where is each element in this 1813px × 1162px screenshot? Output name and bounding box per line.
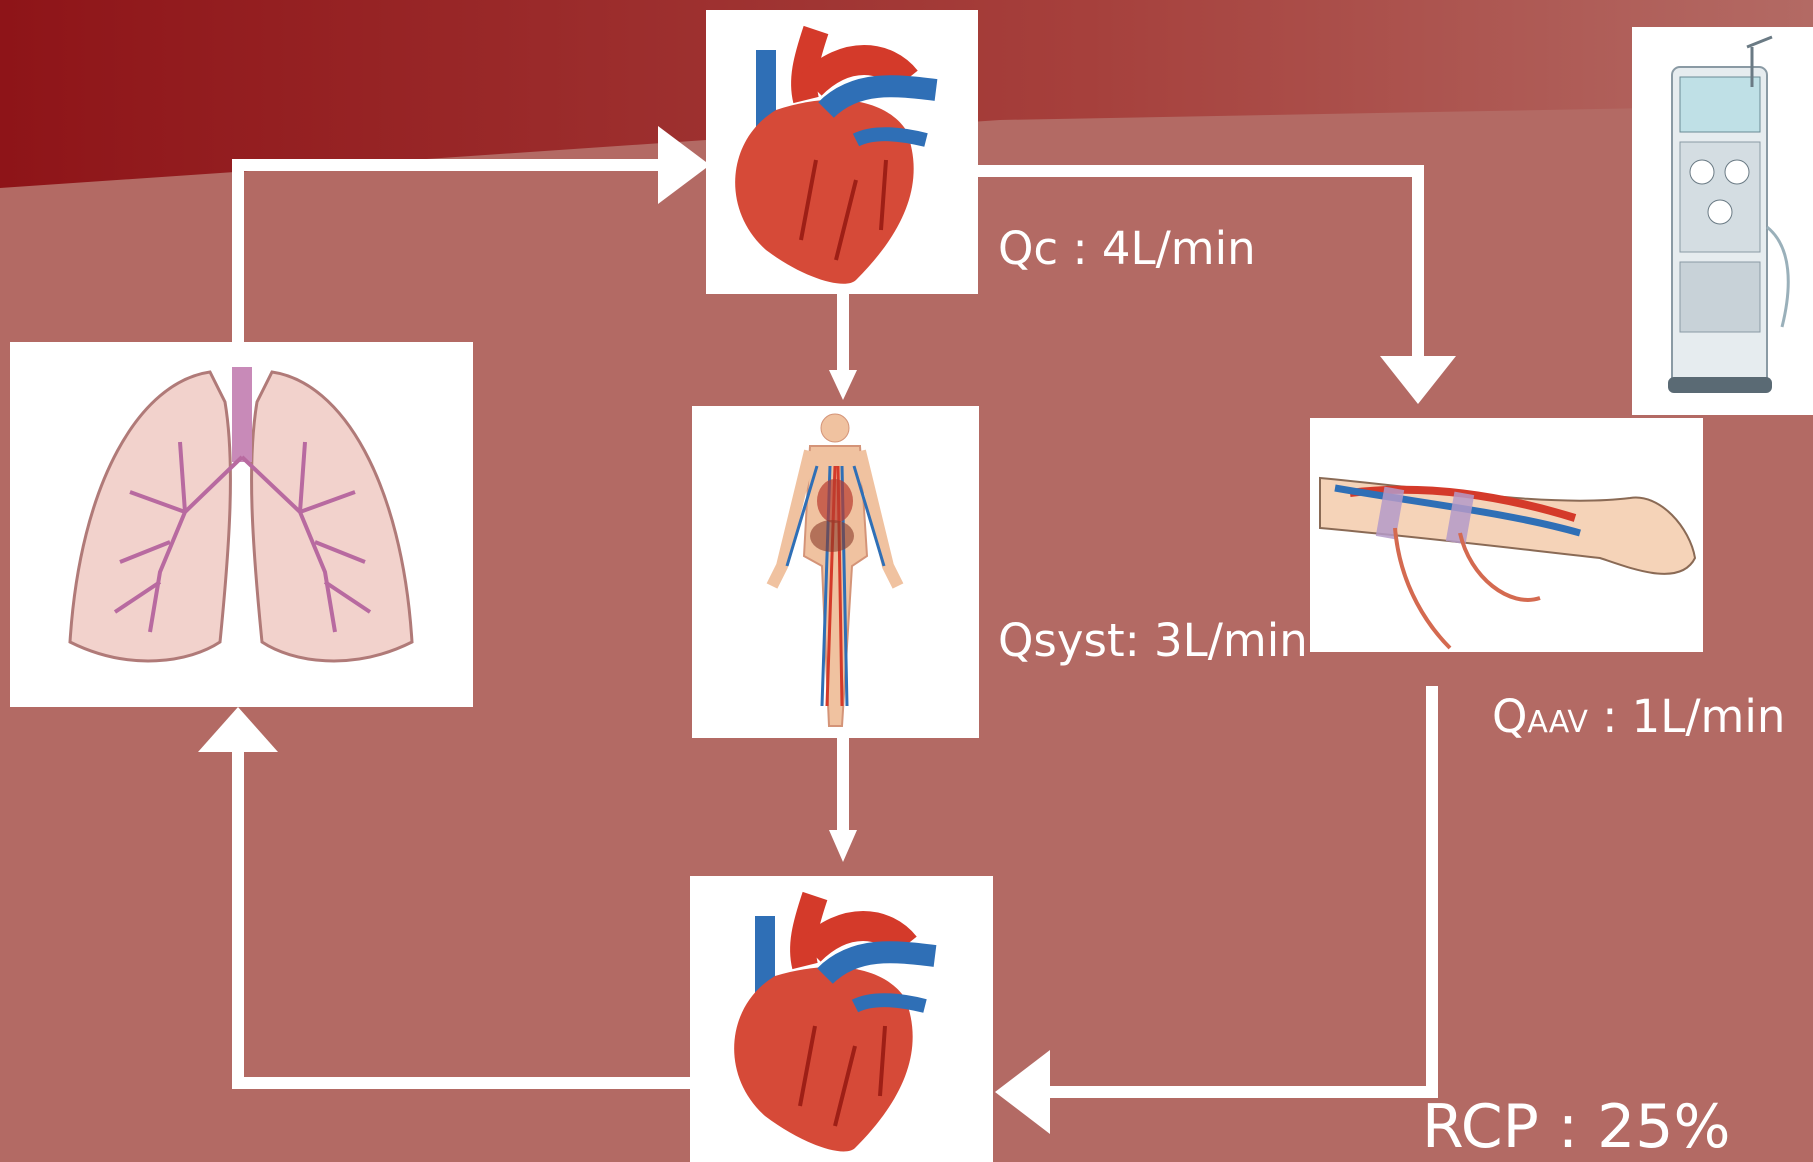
machine-panel	[1632, 27, 1813, 415]
flow-line-lungs-to-heart	[238, 165, 670, 342]
arrowhead-left	[995, 1050, 1050, 1134]
arrowhead-up	[198, 707, 278, 752]
qaav-label: QAAV : 1L/min	[1492, 690, 1785, 743]
qaav-label-subscript: AAV	[1527, 705, 1587, 740]
heart-bottom-panel	[690, 876, 993, 1162]
lungs-icon	[10, 342, 473, 707]
lungs-panel	[10, 342, 473, 707]
heart-top-panel	[706, 10, 978, 294]
arrowhead-down-small	[829, 370, 857, 400]
dialysis-machine-icon	[1632, 27, 1813, 415]
qsyst-label: Qsyst: 3L/min	[998, 614, 1308, 667]
arm-panel	[1310, 418, 1703, 652]
rcp-label: RCP : 25%	[1422, 1092, 1731, 1162]
flow-line-arm-to-heart	[1055, 692, 1432, 1092]
arm-fistula-icon	[1310, 418, 1703, 652]
qaav-label-q: Q	[1492, 690, 1527, 743]
heart-icon	[690, 876, 993, 1162]
body-panel	[692, 406, 979, 738]
arrowhead-down-small	[829, 830, 857, 862]
qaav-label-value: : 1L/min	[1588, 690, 1786, 743]
qc-label: Qc : 4L/min	[998, 222, 1256, 275]
arrowhead-down	[1380, 356, 1456, 404]
human-body-circulation-icon	[692, 406, 979, 738]
heart-icon	[706, 10, 978, 294]
flow-line-heart-to-lungs	[238, 750, 690, 1083]
